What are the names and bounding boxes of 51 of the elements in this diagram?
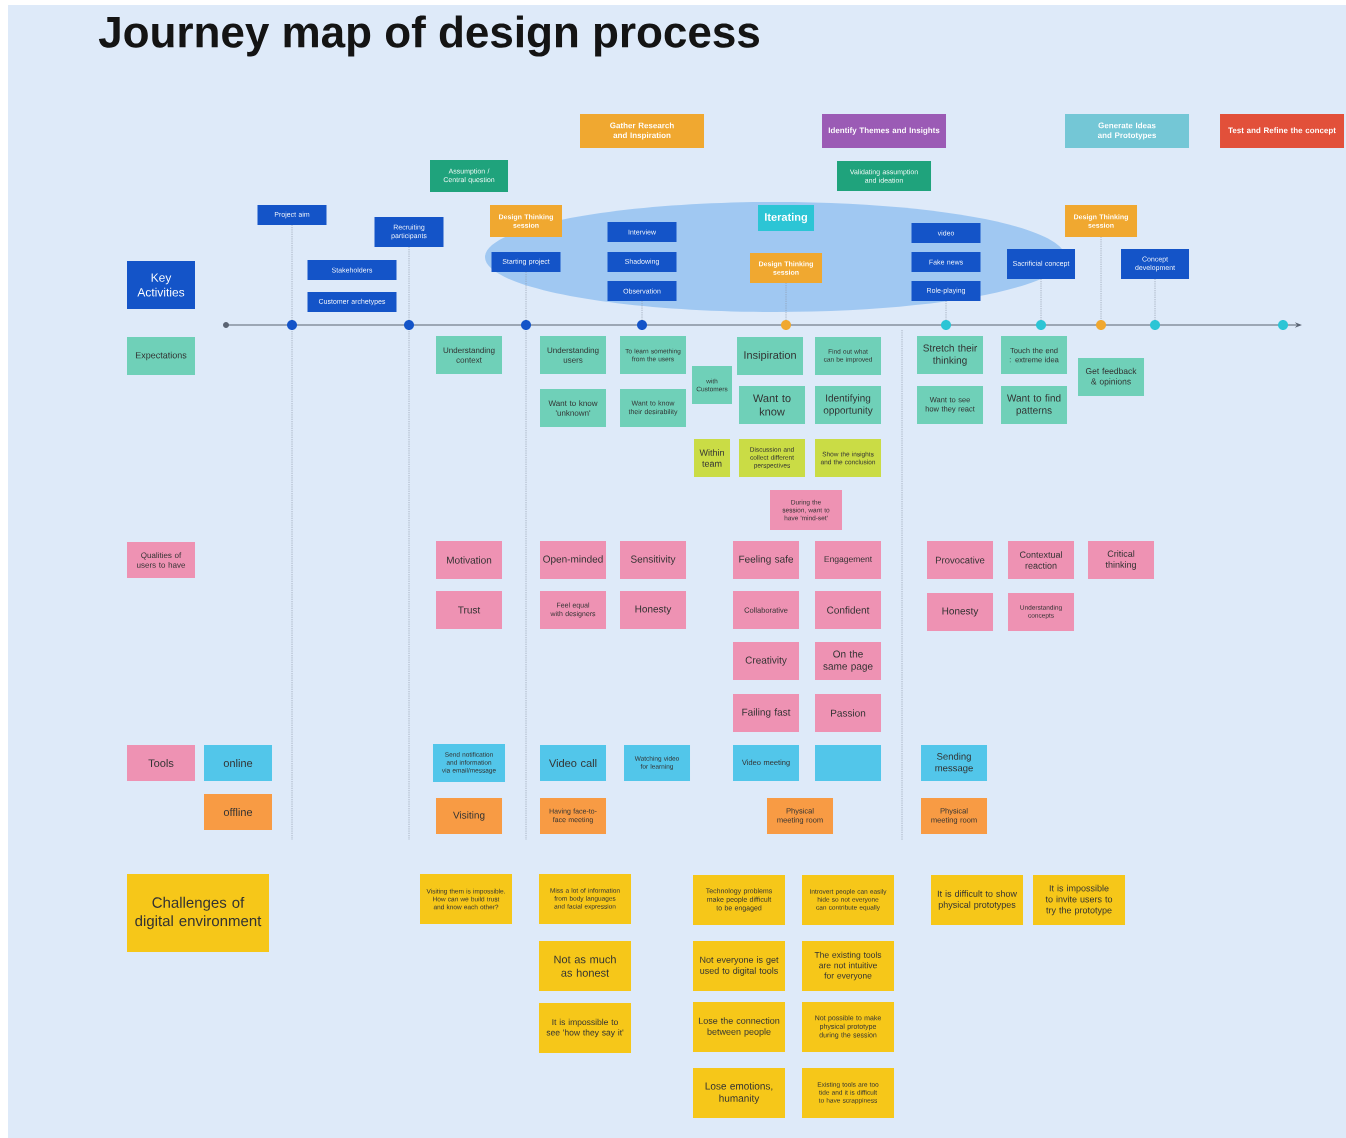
sticky-note: Not as much as honest [539, 941, 631, 991]
sticky-note: Want to find patterns [1001, 386, 1067, 424]
label-box: Generate Ideas and Prototypes [1065, 114, 1189, 148]
sticky-note: Confident [815, 591, 881, 629]
sticky-note: On the same page [815, 642, 881, 680]
sticky-note: It is impossible to invite users to try the prototype [1033, 875, 1125, 925]
sticky-note: Video call [540, 745, 606, 781]
sticky-note: Want to know [739, 386, 805, 424]
sticky-note: Qualities of users to have [127, 542, 195, 578]
sticky-note: Motivation [436, 541, 502, 579]
activity-box: Key Activities [127, 261, 195, 309]
label-box: Gather Research and Inspiration [580, 114, 704, 148]
sticky-note: Creativity [733, 642, 799, 680]
sticky-note: It is impossible to see 'how they say it' [539, 1003, 631, 1053]
sticky-note: Honesty [620, 591, 686, 629]
sticky-note: Stretch their thinking [917, 336, 983, 374]
sticky-note: Engagement [815, 541, 881, 579]
sticky-note: Want to know 'unknown' [540, 389, 606, 427]
sticky-note: Open-minded [540, 541, 606, 579]
sticky-note: Lose the connection between people [693, 1002, 785, 1052]
sticky-note: Within team [694, 439, 730, 477]
label-box: Identify Themes and Insights [822, 114, 946, 148]
sticky-note: Failing fast [733, 694, 799, 732]
sticky-note: Contextual reaction [1008, 541, 1074, 579]
sticky-note: Visiting [436, 798, 502, 834]
sticky-note: online [204, 745, 272, 781]
label-box: Test and Refine the concept [1220, 114, 1344, 148]
sticky-note: Trust [436, 591, 502, 629]
sticky-note: Sending message [921, 745, 987, 781]
sticky-note: Get feedback & opinions [1078, 358, 1144, 396]
sticky-note: It is difficult to show physical prototypes [931, 875, 1023, 925]
sticky-note: Identifying opportunity [815, 386, 881, 424]
title: Journey map of design process [98, 15, 759, 57]
sticky-note: Understanding users [540, 336, 606, 374]
sticky-note: offline [204, 794, 272, 830]
sticky-note: Passion [815, 694, 881, 732]
sticky-note: Provocative [927, 541, 993, 579]
sticky-note: Challenges of digital environment [127, 874, 269, 952]
sticky-note [815, 745, 881, 781]
sticky-note: Honesty [927, 593, 993, 631]
sticky-note: Understanding context [436, 336, 502, 374]
sticky-note: Tools [127, 745, 195, 781]
sticky-note: Sensitivity [620, 541, 686, 579]
label-box: Iterating [758, 205, 814, 231]
sticky-note: Not everyone is get used to digital tools [693, 941, 785, 991]
sticky-note: Lose emotions, humanity [693, 1068, 785, 1118]
sticky-note: Feeling safe [733, 541, 799, 579]
sticky-note: Insipiration [737, 337, 803, 375]
sticky-note: Expectations [127, 337, 195, 375]
sticky-note: The existing tools are not intuitive for everyone [802, 941, 894, 991]
sticky-note: Critical thinking [1088, 541, 1154, 579]
